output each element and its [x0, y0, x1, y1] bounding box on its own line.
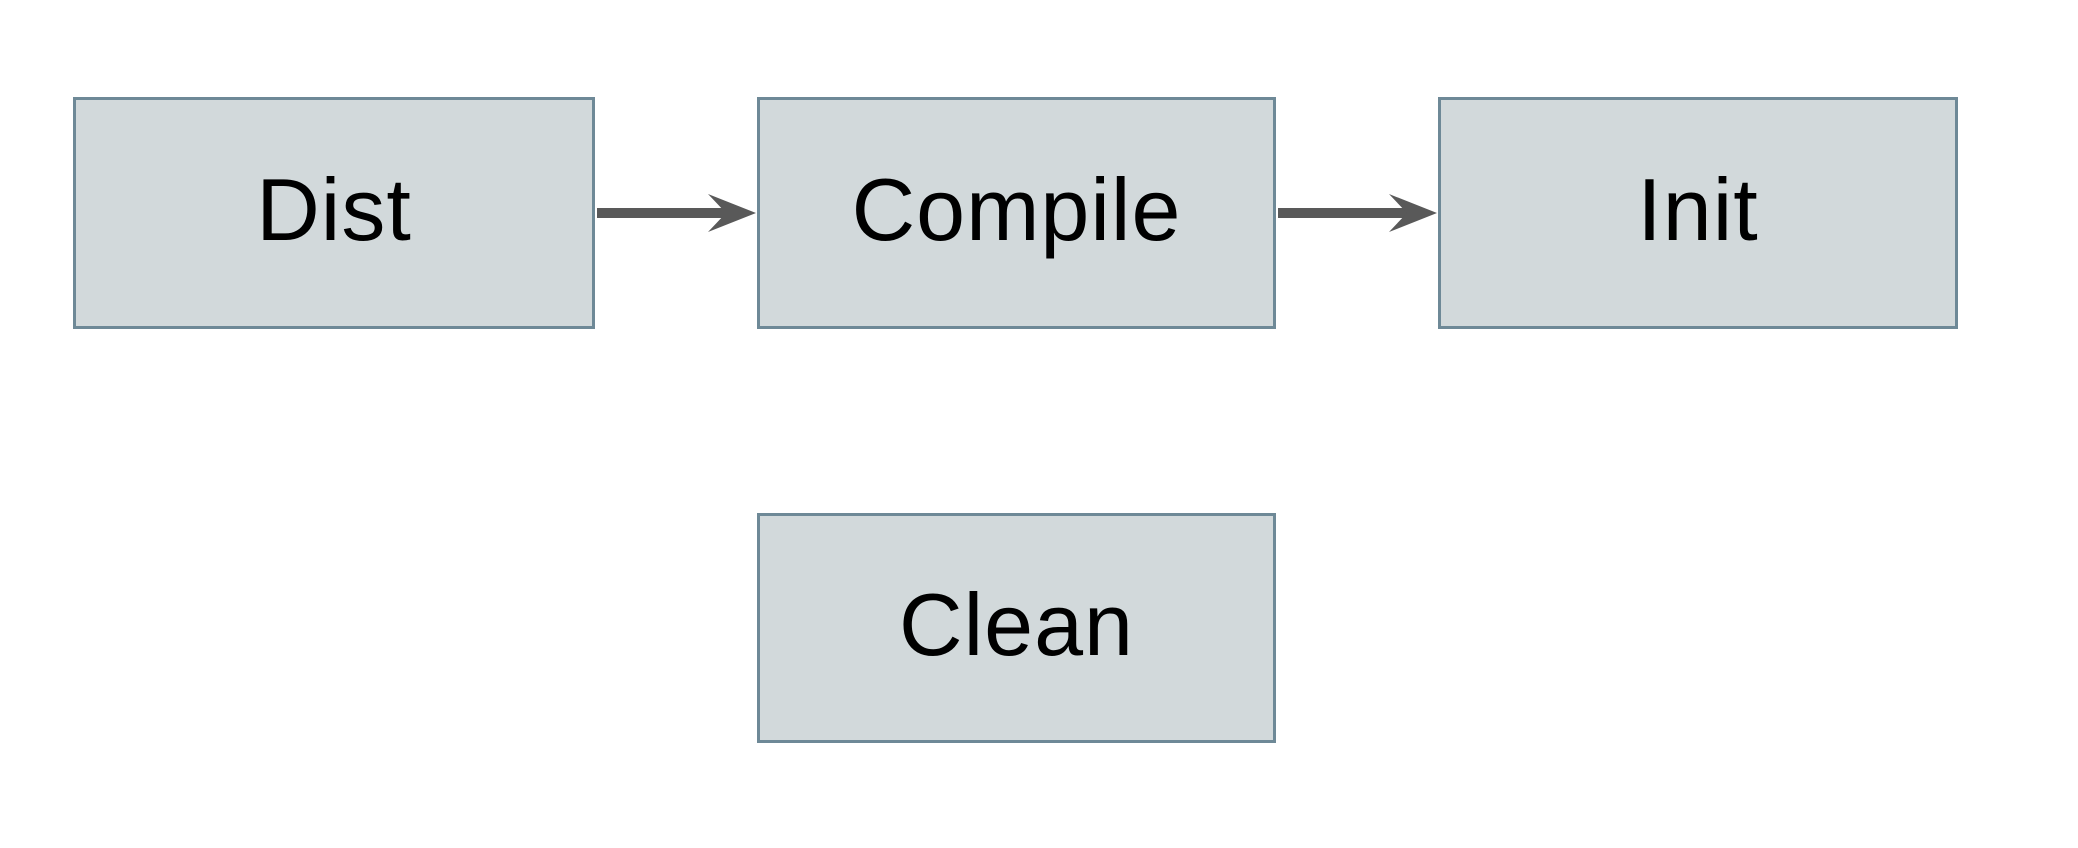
node-dist-label: Dist — [256, 160, 412, 259]
arrow-compile-to-init — [1278, 194, 1437, 232]
node-dist: Dist — [73, 97, 595, 329]
node-compile: Compile — [757, 97, 1276, 329]
node-init-label: Init — [1637, 160, 1759, 259]
node-clean: Clean — [757, 513, 1276, 743]
node-clean-label: Clean — [899, 575, 1134, 674]
node-compile-label: Compile — [851, 160, 1182, 259]
arrow-dist-to-compile — [597, 194, 756, 232]
node-init: Init — [1438, 97, 1958, 329]
